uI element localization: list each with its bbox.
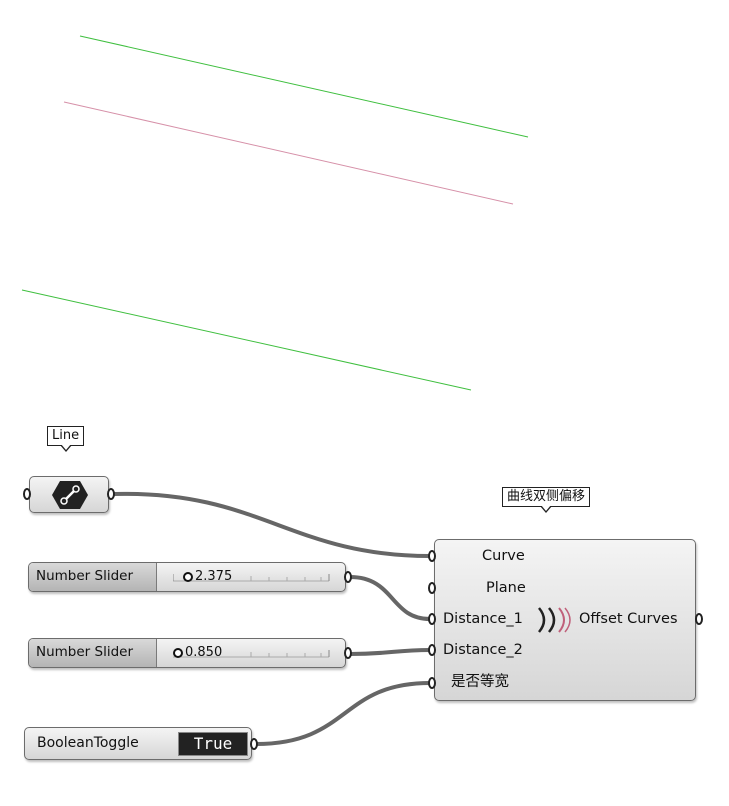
line-param-tag-label: Line	[52, 428, 80, 443]
input-equal-width[interactable]: 是否等宽	[451, 674, 509, 690]
grip-offset-curves-output[interactable]	[695, 613, 703, 625]
number-slider-1[interactable]: Number Slider 2.375	[28, 562, 346, 592]
line-param-input-grip[interactable]	[23, 488, 31, 500]
line-param-output-grip[interactable]	[107, 488, 115, 500]
number-slider-2[interactable]: Number Slider 0.850	[28, 638, 346, 668]
slider-2-track[interactable]: 0.850	[159, 639, 341, 667]
main-component-tag: 曲线双侧偏移	[502, 487, 591, 513]
slider-1-label: Number Slider	[29, 563, 157, 591]
input-distance-1[interactable]: Distance_1	[443, 611, 523, 627]
input-plane[interactable]: Plane	[486, 580, 526, 596]
boolean-toggle-output-grip[interactable]	[250, 738, 258, 750]
main-component-tag-label: 曲线双侧偏移	[507, 489, 586, 504]
offset-curves-component[interactable]: Curve Plane Distance_1 Distance_2 是否等宽 O…	[434, 539, 696, 701]
line-param-tag: Line	[47, 426, 85, 452]
input-distance-2[interactable]: Distance_2	[443, 642, 523, 658]
boolean-toggle[interactable]: BooleanToggle True	[24, 727, 252, 760]
grip-plane[interactable]	[428, 582, 436, 594]
slider-1-value: 2.375	[195, 569, 233, 584]
slider-1-output-grip[interactable]	[344, 571, 352, 583]
input-curve[interactable]: Curve	[482, 548, 525, 564]
grip-curve[interactable]	[428, 550, 436, 562]
grip-distance-1[interactable]	[428, 613, 436, 625]
boolean-toggle-value[interactable]: True	[178, 732, 248, 756]
slider-2-knob[interactable]	[173, 648, 183, 658]
boolean-toggle-label: BooleanToggle	[37, 735, 139, 751]
offset-curve-lower	[21, 289, 472, 391]
slider-2-label: Number Slider	[29, 639, 157, 667]
wire-line-to-curve[interactable]	[111, 491, 432, 558]
original-curve	[63, 101, 514, 205]
offset-curve-upper	[79, 35, 529, 138]
slider-1-ticks	[173, 574, 330, 582]
grip-distance-2[interactable]	[428, 644, 436, 656]
slider-1-track[interactable]: 2.375	[159, 563, 341, 591]
slider-1-knob[interactable]	[183, 572, 193, 582]
slider-2-output-grip[interactable]	[344, 647, 352, 659]
wire-slider1-to-distance1[interactable]	[348, 575, 432, 621]
wire-slider2-to-distance2[interactable]	[348, 648, 432, 656]
line-parameter[interactable]	[29, 476, 109, 513]
output-offset-curves[interactable]: Offset Curves	[579, 611, 678, 627]
slider-2-ticks	[173, 650, 330, 658]
slider-2-value: 0.850	[185, 645, 223, 660]
offset-curves-icon	[538, 607, 571, 633]
grip-equal-width[interactable]	[428, 677, 436, 689]
line-param-icon	[52, 481, 88, 509]
wire-toggle-to-equalwidth[interactable]	[254, 681, 432, 746]
